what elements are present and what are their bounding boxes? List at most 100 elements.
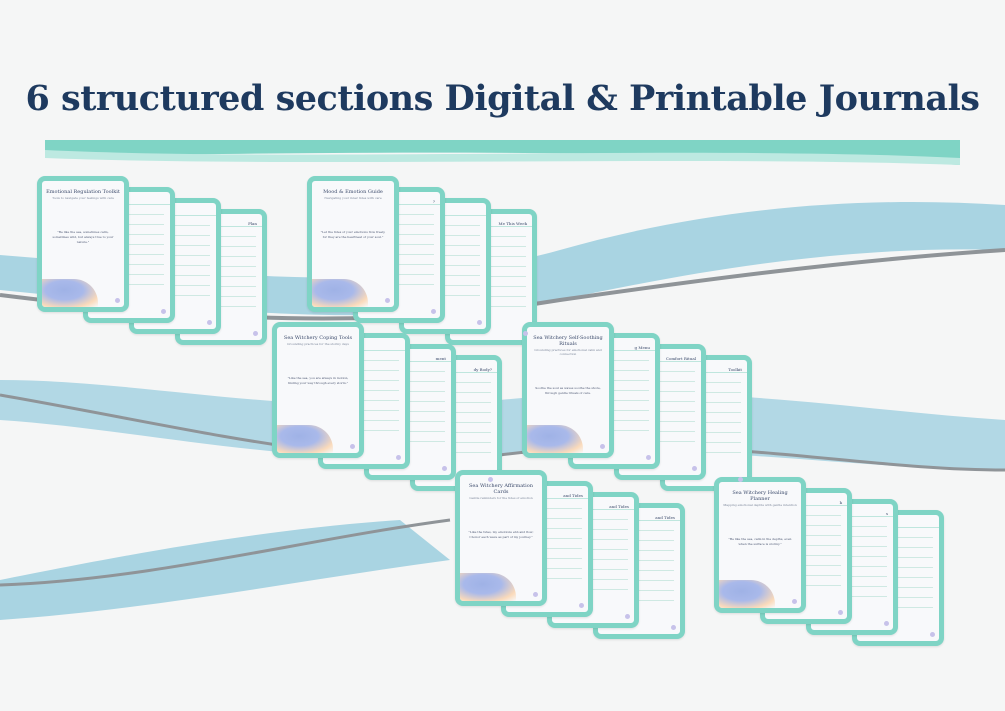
shell-icon	[671, 625, 676, 630]
writing-line	[558, 529, 628, 530]
writing-line	[671, 412, 741, 413]
writing-line	[625, 441, 695, 442]
writing-line	[94, 244, 164, 245]
writing-line	[329, 430, 399, 431]
page-title: g Menu	[573, 338, 655, 351]
writing-line	[558, 589, 628, 590]
page-title: Me This Week	[450, 214, 532, 227]
page-title	[404, 203, 486, 216]
shell-icon	[115, 298, 120, 303]
writing-line	[771, 565, 841, 566]
page-title	[88, 192, 170, 205]
writing-line	[771, 545, 841, 546]
writing-line	[625, 401, 695, 402]
writing-line	[94, 254, 164, 255]
page-title: dy Body?	[415, 360, 497, 373]
writing-line	[579, 430, 649, 431]
page-title: and Tides	[552, 497, 634, 510]
writing-line	[140, 235, 210, 236]
writing-line	[364, 264, 434, 265]
page-title: s	[811, 504, 893, 517]
headline: 6 structured sections Digital & Printabl…	[25, 78, 980, 119]
writing-line	[186, 256, 256, 257]
writing-line	[863, 607, 933, 608]
writing-line	[625, 391, 695, 392]
writing-line	[186, 236, 256, 237]
writing-line	[94, 224, 164, 225]
writing-line	[329, 400, 399, 401]
shell-icon	[692, 466, 697, 471]
writing-line	[329, 390, 399, 391]
writing-line	[771, 575, 841, 576]
writing-line	[94, 264, 164, 265]
writing-line	[771, 555, 841, 556]
writing-line	[512, 518, 582, 519]
writing-line	[604, 600, 674, 601]
writing-line	[421, 422, 491, 423]
writing-line	[512, 538, 582, 539]
writing-line	[771, 535, 841, 536]
writing-line	[817, 526, 887, 527]
watercolor-illustration	[719, 580, 775, 608]
shell-icon	[792, 599, 797, 604]
writing-line	[817, 566, 887, 567]
writing-line	[421, 402, 491, 403]
writing-line	[579, 390, 649, 391]
shell-icon	[523, 331, 528, 336]
writing-line	[186, 296, 256, 297]
writing-line	[863, 587, 933, 588]
watercolor-illustration	[277, 425, 333, 453]
writing-line	[671, 392, 741, 393]
shell-icon	[600, 444, 605, 449]
watercolor-illustration	[312, 279, 368, 307]
writing-line	[604, 590, 674, 591]
writing-line	[512, 548, 582, 549]
page-title: k	[765, 493, 847, 506]
writing-line	[329, 360, 399, 361]
writing-line	[625, 411, 695, 412]
shell-icon	[738, 477, 743, 482]
cover-title: Emotional Regulation Toolkit	[46, 189, 120, 195]
writing-line	[186, 286, 256, 287]
writing-line	[456, 256, 526, 257]
writing-line	[410, 295, 480, 296]
watercolor-illustration	[460, 573, 516, 601]
shell-icon	[477, 320, 482, 325]
writing-line	[817, 576, 887, 577]
writing-line	[558, 539, 628, 540]
writing-line	[512, 508, 582, 509]
writing-line	[817, 586, 887, 587]
shell-icon	[625, 614, 630, 619]
cover-title: Sea Witchery Affirmation Cards	[468, 483, 534, 495]
writing-line	[512, 558, 582, 559]
writing-line	[186, 306, 256, 307]
writing-line	[364, 284, 434, 285]
writing-line	[604, 560, 674, 561]
cover-quote: "Let the tides of your emotions flow fre…	[320, 230, 386, 239]
writing-line	[771, 525, 841, 526]
writing-line	[329, 420, 399, 421]
wave-band	[0, 380, 1005, 470]
writing-line	[456, 286, 526, 287]
writing-line	[410, 235, 480, 236]
writing-line	[421, 442, 491, 443]
writing-line	[456, 266, 526, 267]
writing-line	[456, 306, 526, 307]
cover-quote: "Be like the sea, sometimes calm, someti…	[52, 230, 114, 244]
page-title: Toolkit	[665, 360, 747, 373]
writing-line	[863, 537, 933, 538]
banner-stripe-light	[45, 150, 960, 165]
writing-line	[558, 549, 628, 550]
shell-icon	[646, 455, 651, 460]
writing-line	[863, 547, 933, 548]
page-title: ment	[369, 349, 451, 362]
writing-line	[625, 421, 695, 422]
watercolor-illustration	[527, 425, 583, 453]
writing-line	[94, 274, 164, 275]
writing-line	[375, 391, 445, 392]
shell-icon	[207, 320, 212, 325]
